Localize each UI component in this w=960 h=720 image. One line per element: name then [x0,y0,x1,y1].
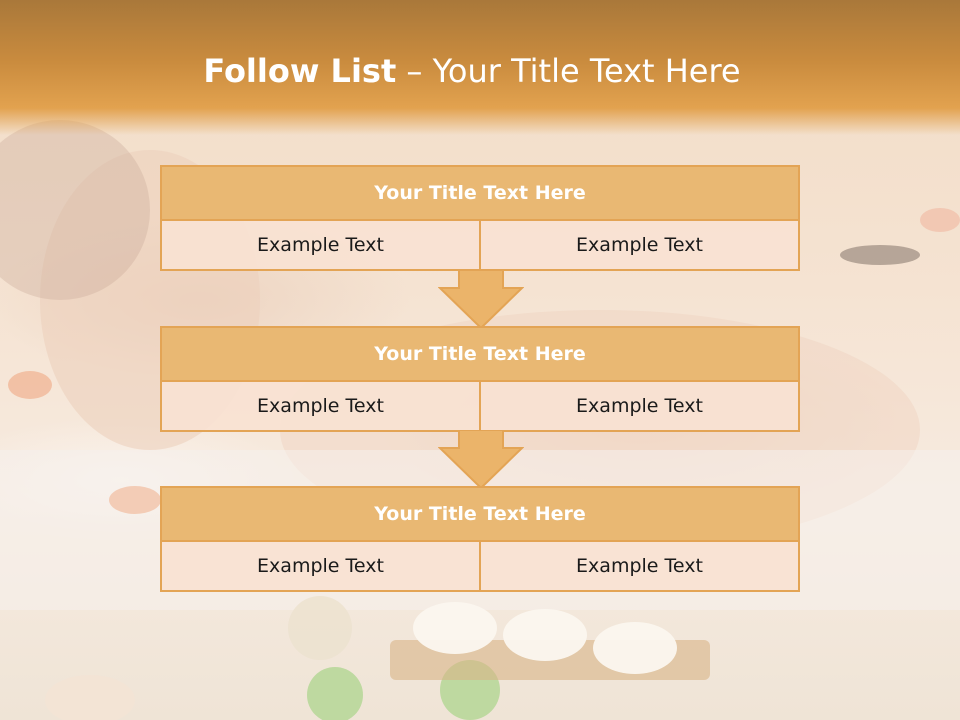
step-title: Your Title Text Here [160,326,800,382]
step-row: Example Text Example Text [160,542,800,592]
step-cell-right: Example Text [479,382,798,430]
step-title: Your Title Text Here [160,165,800,221]
step-box-2: Your Title Text Here Example Text Exampl… [160,326,800,432]
slide-title-bold: Follow List [203,52,397,90]
step-cell-right: Example Text [479,542,798,590]
step-cell-left: Example Text [257,555,384,577]
step-box-1: Your Title Text Here Example Text Exampl… [160,165,800,271]
step-cell-right: Example Text [479,221,798,269]
step-row: Example Text Example Text [160,382,800,432]
down-arrow-icon [438,270,524,330]
step-title: Your Title Text Here [160,486,800,542]
step-cell-left: Example Text [257,234,384,256]
title-bar [0,0,960,135]
slide-title-rest: – Your Title Text Here [396,52,741,90]
down-arrow-icon [438,430,524,490]
step-box-3: Your Title Text Here Example Text Exampl… [160,486,800,592]
step-cell-left: Example Text [257,395,384,417]
step-row: Example Text Example Text [160,221,800,271]
slide-title: Follow List – Your Title Text Here [0,52,944,90]
